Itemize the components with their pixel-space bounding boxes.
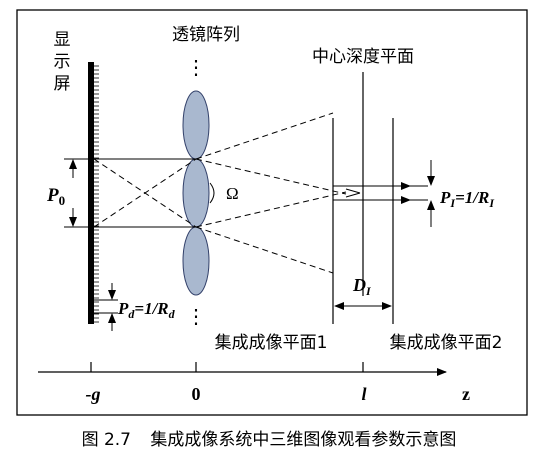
display-label-char-1: 显 [54, 30, 71, 50]
light-rays [93, 112, 347, 274]
lens-bottom [182, 226, 210, 296]
display-pixel-ticks [94, 65, 99, 323]
display-label-char-3: 屏 [54, 74, 71, 94]
image-plane-1-label: 集成成像平面1 [215, 333, 328, 353]
caption-text: 集成成像系统中三维图像观看参数示意图 [150, 430, 457, 450]
lens-dots-top: ⋮ [186, 55, 206, 79]
display-screen [88, 62, 94, 324]
omega-arc [209, 182, 215, 204]
axis-label-l: l [361, 384, 366, 404]
pitch-label: P0 [46, 185, 65, 208]
axis-label-minus-g: -g [86, 384, 101, 404]
axis-name-z: z [462, 384, 470, 404]
central-depth-plane-label: 中心深度平面 [312, 47, 414, 67]
image-pixel-label: PI=1/RI [439, 188, 495, 210]
depth-label: DI [352, 275, 372, 298]
lens-array-label: 透镜阵列 [172, 25, 240, 45]
lens-top [182, 90, 210, 160]
focus-rays [333, 182, 428, 204]
axis-label-zero: 0 [192, 384, 201, 404]
figure-caption: 图 2.7 集成成像系统中三维图像观看参数示意图 [0, 425, 538, 450]
display-label-char-2: 示 [54, 52, 71, 72]
integral-imaging-diagram: 显 示 屏 透镜阵列 ⋮ ⋮ 中心深度平面 P0 Ω PI=1/RI [16, 9, 528, 416]
lens-middle [182, 158, 210, 228]
omega-label: Ω [226, 184, 239, 203]
image-plane-2-label: 集成成像平面2 [390, 333, 503, 353]
figure-border [16, 9, 528, 416]
pixel-label: Pd=1/Rd [117, 299, 176, 321]
caption-figure-number: 图 2.7 [81, 430, 132, 450]
lens-dots-bottom: ⋮ [186, 304, 206, 328]
